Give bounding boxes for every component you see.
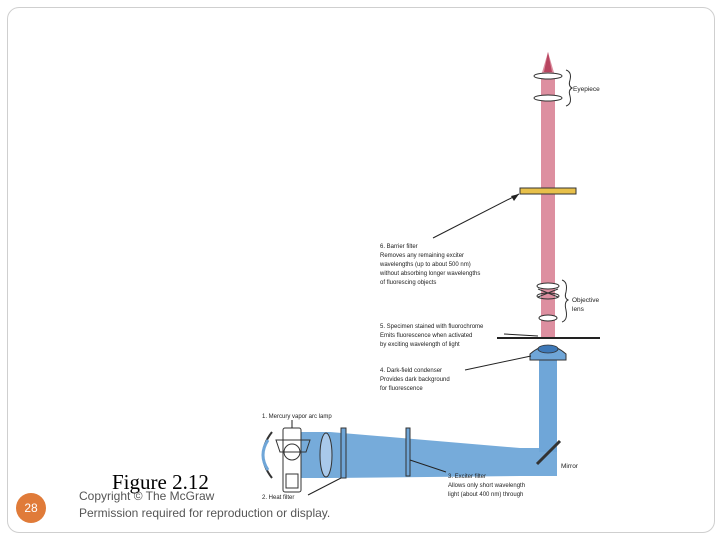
objective-lens-bottom [538,314,558,322]
exciter-filter [405,427,411,477]
specimen-text: 5. Specimen stained with fluorochrome Em… [380,324,485,348]
eyepiece-lens-bottom [533,94,563,102]
heat-filter-label: 2. Heat filter [262,495,294,501]
permission-text: Permission required for reproduction or … [79,506,331,520]
specimen-pointer [503,333,539,337]
barrier-filter [519,187,577,195]
mirror [535,439,562,466]
exciter-filter-pointer [409,459,447,473]
condenser-pointer [464,355,532,371]
mirror-label: Mirror [561,463,579,470]
objective-lens-top [536,282,560,290]
arrow-tip [544,52,552,72]
heat-filter [340,427,347,479]
objective-label: Objective lens [572,297,601,313]
exciter-filter-text: 3. Exciter filter Allows only short wave… [448,474,527,498]
collector-lens [319,432,333,478]
page-number-badge: 28 [16,493,46,523]
barrier-filter-pointer [432,193,520,239]
excitation-beam-vertical [539,352,557,452]
eyepiece-lens-top [533,72,563,80]
heat-filter-pointer [307,477,342,496]
condenser-text: 4. Dark-field condenser Provides dark ba… [380,368,451,392]
excitation-beam-horizontal [290,432,557,478]
copyright-text: Copyright © The McGraw [79,489,215,503]
figure-title: Figure 2.12 [112,470,209,494]
lamp-label: 1. Mercury vapor arc lamp [262,414,332,420]
eyepiece-label: Eyepiece [573,86,600,93]
barrier-filter-text: 6. Barrier filter Removes any remaining … [379,244,482,286]
